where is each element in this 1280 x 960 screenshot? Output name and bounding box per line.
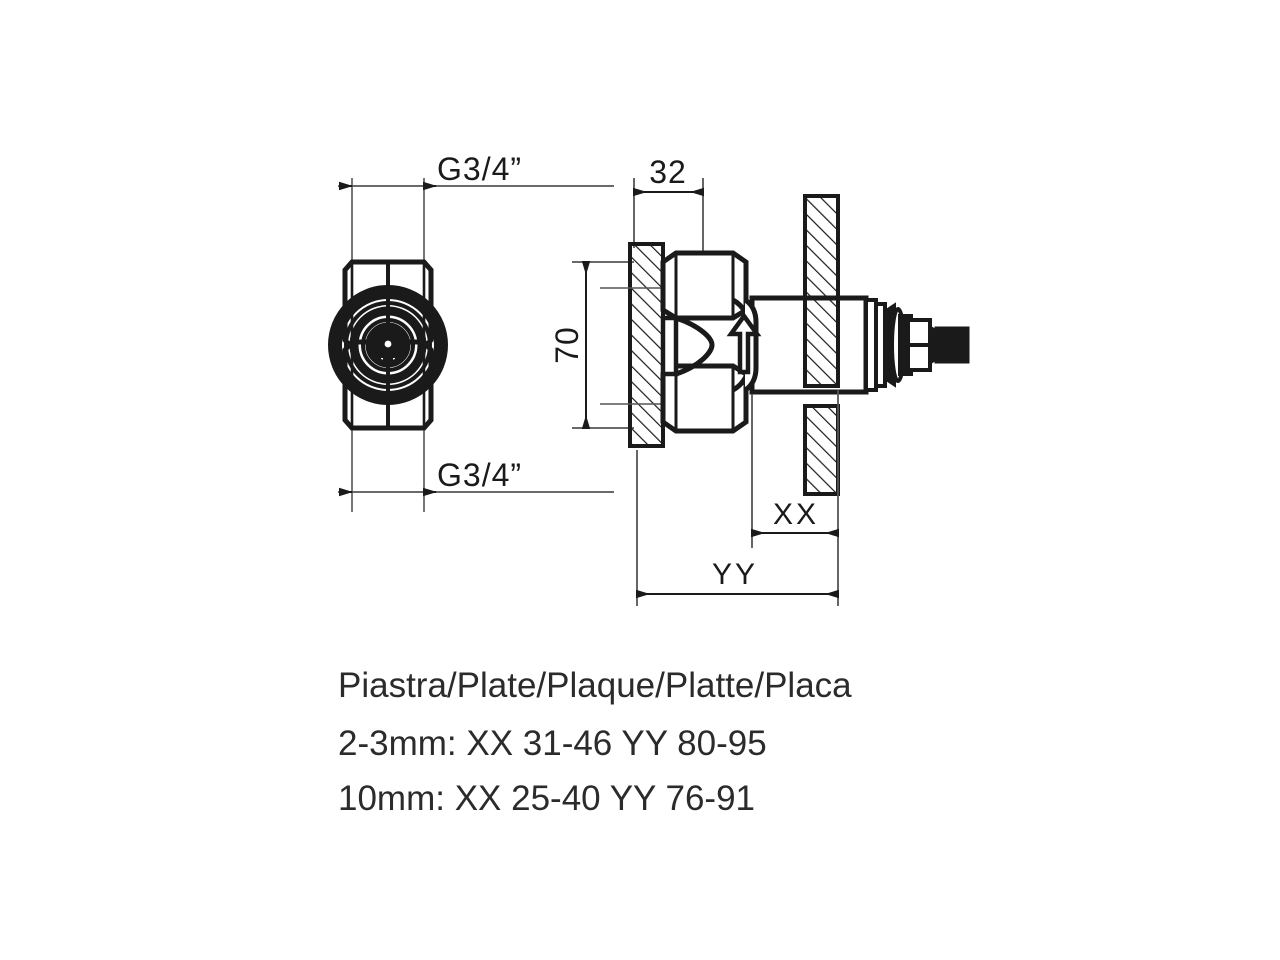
wall-plate-right-lower xyxy=(803,404,840,496)
caption-block: Piastra/Plate/Plaque/Platte/Placa 2-3mm:… xyxy=(338,666,852,818)
dimension-total-depth-label: YY xyxy=(712,558,758,591)
dimension-plate-depth: 32 xyxy=(633,154,704,262)
section-hex-nut-top xyxy=(660,250,749,321)
dimension-total-depth: YY xyxy=(636,558,839,599)
caption-line-2: 2-3mm: XX 31-46 YY 80-95 xyxy=(338,724,767,763)
wall-plate-right-upper xyxy=(803,194,840,388)
dimension-thread-top-label: G3/4” xyxy=(437,151,522,187)
wall-plate-right xyxy=(803,194,840,496)
caption-line-1: Piastra/Plate/Plaque/Platte/Placa xyxy=(338,666,852,705)
dimension-plate-depth-label: 32 xyxy=(649,154,687,190)
dimension-thread-bottom-label: G3/4” xyxy=(437,457,522,493)
dimension-thread-top: G3/4” xyxy=(338,151,614,191)
dimension-protrusion: XX xyxy=(751,498,839,538)
dimension-height: 70 xyxy=(549,261,634,429)
section-centerlines xyxy=(600,287,663,405)
flow-direction-arrow xyxy=(726,312,762,375)
depth-extension-lines xyxy=(636,390,839,606)
dimension-height-label: 70 xyxy=(549,326,585,364)
cartridge-stem xyxy=(864,298,970,392)
front-center-detail xyxy=(370,325,406,366)
dimension-thread-bottom: G3/4” xyxy=(338,457,614,497)
caption-line-3: 10mm: XX 25-40 YY 76-91 xyxy=(338,779,755,818)
dimension-protrusion-label: XX xyxy=(773,498,819,531)
wall-plate-left xyxy=(628,242,665,448)
front-view: G3/4” G3/4” xyxy=(328,151,614,512)
front-view-extension-lines xyxy=(351,178,425,512)
section-view: 32 70 xyxy=(549,154,970,606)
